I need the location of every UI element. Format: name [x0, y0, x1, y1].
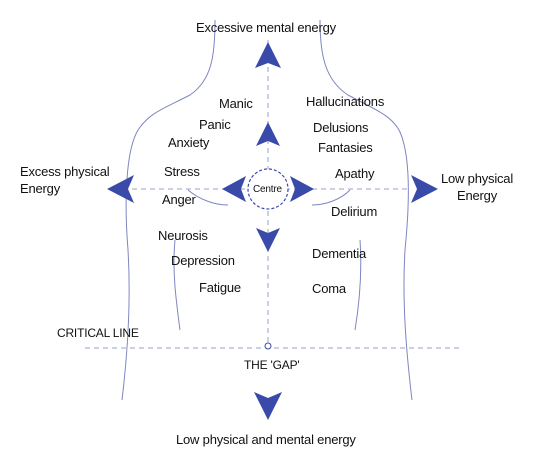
state-fantasies: Fantasies [318, 140, 373, 155]
state-coma: Coma [312, 281, 346, 296]
arrow-top-inner [256, 122, 280, 146]
state-fatigue: Fatigue [199, 280, 241, 295]
right-direction-line1: Low physical [441, 171, 514, 186]
state-neurosis: Neurosis [158, 228, 208, 243]
bottom-direction-label: Low physical and mental energy [176, 432, 356, 447]
chest-right-line [311, 189, 351, 206]
left-direction-line2: Energy [20, 181, 60, 196]
state-anxiety: Anxiety [168, 135, 210, 150]
arrow-left-inner [222, 176, 246, 202]
centre-label: Centre [253, 184, 282, 195]
neck-left-line [121, 19, 216, 401]
state-stress: Stress [164, 164, 200, 179]
arrow-right-inner [290, 176, 314, 202]
gap-marker [264, 342, 272, 350]
state-depression: Depression [171, 253, 235, 268]
arrows [107, 42, 438, 420]
centre-circle [247, 168, 289, 210]
critical-line-label: CRITICAL LINE [57, 326, 139, 340]
left-direction-line1: Excess physical [20, 164, 110, 179]
arrow-bottom-outer [254, 392, 282, 420]
neck-right-line [319, 19, 413, 401]
right-direction-line2: Energy [457, 188, 498, 203]
body-outline [121, 19, 413, 401]
arrow-right-outer [411, 175, 438, 203]
state-apathy: Apathy [335, 166, 375, 181]
chest-left-line [187, 189, 229, 206]
state-delirium: Delirium [331, 204, 378, 219]
arrow-left-outer [107, 175, 134, 203]
state-delusions: Delusions [313, 120, 369, 135]
arm-left-line [173, 239, 181, 331]
state-manic: Manic [219, 96, 253, 111]
arrow-bottom-inner [256, 228, 280, 252]
left-direction-label: Excess physical Energy [20, 163, 110, 197]
arrow-top-outer [255, 42, 281, 68]
state-hallucinations: Hallucinations [306, 94, 385, 109]
gap-label: THE 'GAP' [244, 358, 300, 372]
state-dementia: Dementia [312, 246, 367, 261]
top-direction-label: Excessive mental energy [196, 20, 336, 35]
state-anger: Anger [162, 192, 196, 207]
right-direction-label: Low physical Energy [441, 170, 513, 204]
state-panic: Panic [199, 117, 231, 132]
arm-right-line [354, 239, 362, 331]
